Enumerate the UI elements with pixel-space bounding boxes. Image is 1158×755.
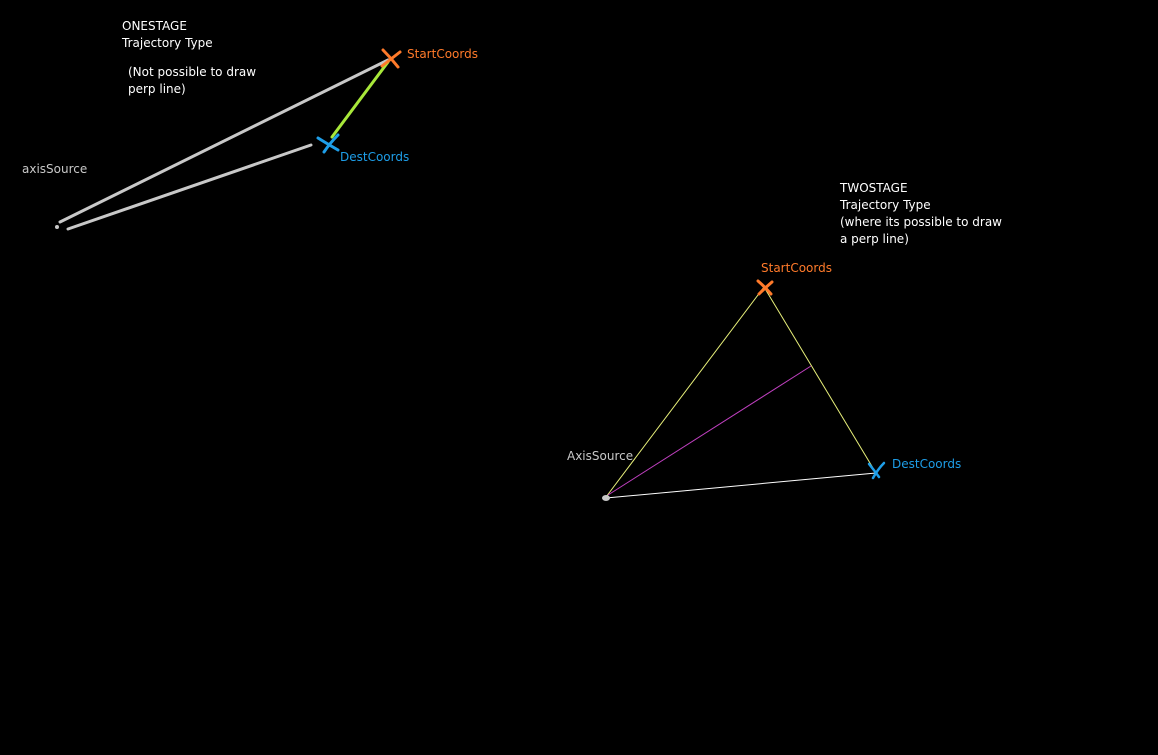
onestage-start-marker-icon bbox=[380, 48, 402, 69]
twostage-diagram bbox=[602, 279, 886, 501]
twostage-note-line2: a perp line) bbox=[840, 232, 909, 246]
onestage-axis-to-start-line bbox=[58, 58, 390, 224]
onestage-axis-to-dest-line bbox=[66, 143, 313, 231]
onestage-dest-marker-icon bbox=[316, 133, 340, 154]
twostage-note-line1: (where its possible to draw bbox=[840, 215, 1002, 229]
onestage-diagram bbox=[55, 48, 402, 231]
twostage-axis-source-label: AxisSource bbox=[567, 449, 634, 463]
onestage-note-line1: (Not possible to draw bbox=[128, 65, 257, 79]
onestage-subtitle: Trajectory Type bbox=[122, 36, 213, 50]
onestage-axis-source-point bbox=[55, 225, 59, 229]
twostage-start-coords-label: StartCoords bbox=[761, 261, 832, 275]
onestage-note-line2: perp line) bbox=[128, 82, 186, 96]
twostage-perpendicular-line bbox=[607, 365, 812, 496]
onestage-start-to-dest-line bbox=[330, 60, 390, 139]
twostage-start-marker-icon bbox=[756, 279, 774, 296]
onestage-axis-source-label: axisSource bbox=[22, 162, 88, 176]
twostage-dest-marker-icon bbox=[867, 461, 886, 480]
onestage-title: ONESTAGE bbox=[122, 19, 187, 33]
twostage-axis-to-dest-line bbox=[605, 472, 877, 499]
twostage-axis-to-start-line bbox=[605, 286, 765, 498]
twostage-axis-source-point bbox=[602, 495, 610, 501]
onestage-start-coords-label: StartCoords bbox=[407, 47, 478, 61]
twostage-start-to-dest-line bbox=[763, 286, 877, 474]
twostage-subtitle: Trajectory Type bbox=[840, 198, 931, 212]
onestage-dest-coords-label: DestCoords bbox=[340, 150, 410, 164]
twostage-dest-coords-label: DestCoords bbox=[892, 457, 962, 471]
twostage-title: TWOSTAGE bbox=[840, 181, 908, 195]
